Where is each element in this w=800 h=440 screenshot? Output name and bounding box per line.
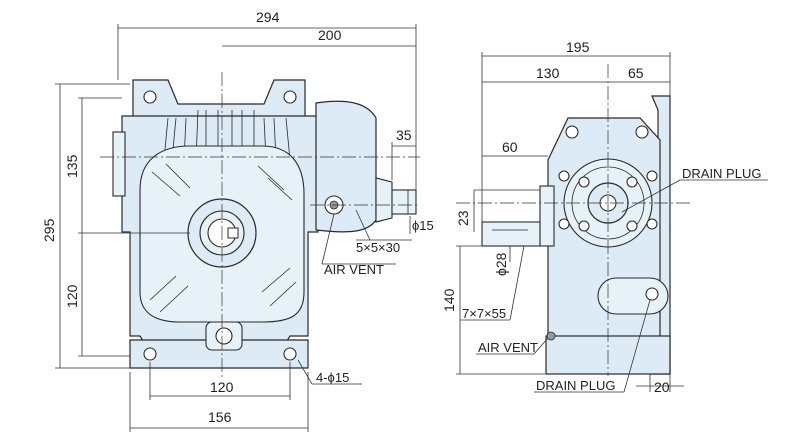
bolt-icon bbox=[143, 347, 157, 361]
dim-35: 35 bbox=[396, 127, 412, 143]
dim-135: 135 bbox=[64, 154, 80, 178]
side-drain-plug-icon bbox=[645, 287, 659, 301]
bolt-icon bbox=[626, 176, 638, 188]
bolt-icon bbox=[626, 220, 638, 232]
dim-60: 60 bbox=[502, 139, 518, 155]
bolt-icon bbox=[143, 90, 157, 104]
front-motor-adapter bbox=[315, 100, 377, 233]
label-holes: 4-ϕ15 bbox=[316, 370, 349, 385]
side-flange-bolts bbox=[558, 125, 658, 232]
dim-phi28: ϕ28 bbox=[493, 252, 509, 276]
front-view: 294 200 35 295 135 120 120 156 4-ϕ15 ϕ15 bbox=[41, 9, 434, 432]
dim-65: 65 bbox=[628, 65, 644, 81]
front-left-cap bbox=[112, 131, 126, 197]
dim-195: 195 bbox=[566, 39, 590, 55]
bolt-icon bbox=[558, 218, 570, 230]
side-collar bbox=[539, 185, 555, 247]
dim-120-holes: 120 bbox=[210, 379, 234, 395]
side-output-shaft bbox=[481, 221, 541, 247]
dim-130: 130 bbox=[536, 65, 560, 81]
front-input-shaft bbox=[391, 189, 417, 215]
side-lower-window bbox=[597, 277, 669, 315]
bolt-icon bbox=[578, 220, 590, 232]
label-shaft-dia: ϕ15 bbox=[412, 218, 434, 233]
bolt-icon bbox=[283, 90, 297, 104]
front-drain-plug-icon bbox=[215, 327, 233, 345]
side-air-vent-icon bbox=[546, 331, 556, 341]
dim-294: 294 bbox=[256, 9, 280, 25]
bolt-icon bbox=[283, 347, 297, 361]
front-top-flange bbox=[132, 79, 306, 119]
label-air-vent-front: AIR VENT bbox=[324, 262, 384, 277]
label-drain-plug-top: DRAIN PLUG bbox=[682, 166, 761, 181]
front-base-flange bbox=[129, 339, 309, 369]
label-air-vent-side: AIR VENT bbox=[478, 340, 538, 355]
bolt-icon bbox=[646, 170, 658, 182]
front-mount-bolts bbox=[143, 90, 297, 361]
dim-20: 20 bbox=[654, 379, 670, 395]
dim-23: 23 bbox=[455, 210, 471, 226]
bolt-icon bbox=[565, 125, 579, 139]
bolt-icon bbox=[558, 170, 570, 182]
front-shaft-collar bbox=[375, 177, 393, 223]
bolt-icon bbox=[646, 218, 658, 230]
bolt-icon bbox=[635, 125, 649, 139]
bolt-icon bbox=[578, 176, 590, 188]
dim-295: 295 bbox=[41, 218, 57, 242]
label-key: 5×5×30 bbox=[356, 240, 400, 255]
side-view: 195 130 65 60 23 140 ϕ28 7×7×55 AIR VENT… bbox=[441, 39, 768, 395]
dim-140: 140 bbox=[441, 288, 457, 312]
dim-156: 156 bbox=[208, 409, 232, 425]
dim-120: 120 bbox=[64, 284, 80, 308]
label-drain-plug-bottom: DRAIN PLUG bbox=[536, 378, 615, 393]
label-side-key: 7×7×55 bbox=[462, 306, 506, 321]
dim-200: 200 bbox=[318, 27, 342, 43]
